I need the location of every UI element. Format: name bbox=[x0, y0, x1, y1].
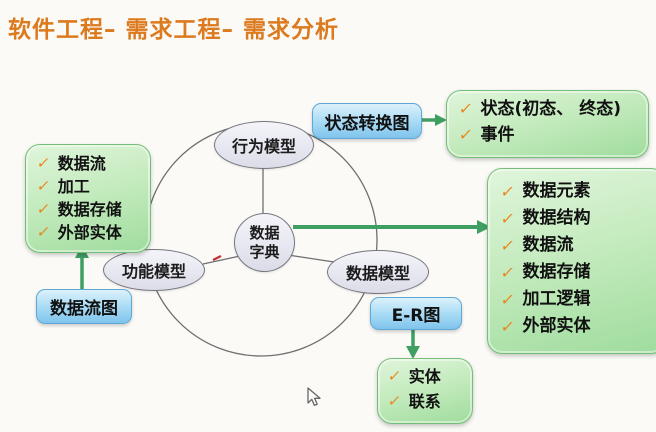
list-item-label: 实体 bbox=[408, 367, 441, 386]
node-data-dictionary: 数据 字典 bbox=[234, 213, 295, 272]
node-behavior-model-label: 行为模型 bbox=[231, 137, 296, 156]
check-icon: ✓ bbox=[499, 290, 517, 309]
list-item-label: 加工 bbox=[57, 177, 90, 196]
list-item: ✓ 状态(初态、 终态) bbox=[457, 96, 648, 122]
list-item: ✓ 数据元素 bbox=[499, 178, 656, 205]
list-item-label: 联系 bbox=[408, 392, 441, 411]
check-icon: ✓ bbox=[35, 154, 52, 172]
list-dictionary-items: ✓ 数据元素 ✓ 数据结构 ✓ 数据流 ✓ 数据存储 ✓ 加工逻辑 ✓ 外部实体 bbox=[487, 168, 656, 354]
node-data-model-label: 数据模型 bbox=[345, 264, 410, 283]
check-icon: ✓ bbox=[35, 223, 52, 241]
check-icon: ✓ bbox=[457, 99, 475, 118]
connector-dict-function bbox=[202, 255, 241, 265]
list-item: ✓ 数据存储 bbox=[499, 259, 656, 286]
list-item: ✓ 数据流 bbox=[499, 232, 656, 259]
check-icon: ✓ bbox=[35, 200, 52, 218]
red-pointer-mark bbox=[212, 255, 222, 261]
list-item: ✓ 数据流 bbox=[35, 152, 150, 175]
list-item-label: 数据结构 bbox=[522, 208, 591, 228]
arrowhead-right-icon bbox=[435, 114, 447, 126]
check-icon: ✓ bbox=[457, 125, 475, 144]
mouse-cursor-icon bbox=[307, 387, 321, 407]
list-item-label: 事件 bbox=[480, 125, 515, 145]
node-data-dictionary-label: 数据 字典 bbox=[249, 224, 279, 262]
list-item-label: 数据流 bbox=[522, 235, 574, 255]
check-icon: ✓ bbox=[499, 236, 517, 255]
arrowhead-right-icon bbox=[477, 220, 491, 234]
list-item-label: 数据存储 bbox=[57, 200, 122, 219]
check-icon: ✓ bbox=[499, 182, 517, 201]
list-er-items: ✓ 实体 ✓ 联系 bbox=[377, 358, 473, 424]
box-data-flow-diagram-label: 数据流图 bbox=[50, 299, 118, 319]
node-function-model: 功能模型 bbox=[103, 249, 205, 291]
list-item: ✓ 实体 bbox=[386, 364, 472, 389]
node-function-model-label: 功能模型 bbox=[121, 262, 186, 281]
list-item: ✓ 外部实体 bbox=[35, 221, 150, 244]
list-state-items: ✓ 状态(初态、 终态) ✓ 事件 bbox=[446, 90, 649, 158]
check-icon: ✓ bbox=[499, 263, 517, 282]
page-title: 软件工程– 需求工程– 需求分析 bbox=[8, 17, 340, 43]
list-item-label: 加工逻辑 bbox=[522, 289, 591, 309]
box-er-diagram-label: E-R图 bbox=[391, 306, 441, 326]
box-state-transition-diagram-label: 状态转换图 bbox=[324, 113, 410, 134]
list-item-label: 状态(初态、 终态) bbox=[480, 99, 621, 119]
arrowhead-down-icon bbox=[406, 346, 420, 359]
check-icon: ✓ bbox=[499, 209, 517, 228]
list-item-label: 外部实体 bbox=[522, 316, 591, 336]
box-data-flow-diagram: 数据流图 bbox=[36, 289, 132, 324]
box-er-diagram: E-R图 bbox=[370, 297, 462, 330]
node-data-model: 数据模型 bbox=[327, 250, 429, 294]
list-item: ✓ 数据存储 bbox=[35, 198, 150, 221]
dict-label-line1: 数据 bbox=[249, 223, 280, 242]
list-item-label: 外部实体 bbox=[57, 223, 122, 242]
check-icon: ✓ bbox=[386, 367, 403, 385]
list-item-label: 数据元素 bbox=[522, 181, 591, 201]
check-icon: ✓ bbox=[499, 317, 517, 336]
check-icon: ✓ bbox=[35, 177, 52, 195]
list-item-label: 数据存储 bbox=[522, 262, 591, 282]
list-item: ✓ 加工逻辑 bbox=[499, 286, 656, 313]
dict-label-line2: 字典 bbox=[249, 242, 280, 261]
box-state-transition-diagram: 状态转换图 bbox=[312, 103, 422, 139]
list-item: ✓ 联系 bbox=[386, 389, 472, 414]
list-item: ✓ 数据结构 bbox=[499, 205, 656, 232]
list-item: ✓ 事件 bbox=[457, 122, 648, 148]
list-dfd-items: ✓ 数据流 ✓ 加工 ✓ 数据存储 ✓ 外部实体 bbox=[25, 144, 151, 253]
list-item-label: 数据流 bbox=[57, 154, 106, 173]
list-item: ✓ 外部实体 bbox=[499, 313, 656, 340]
connector-dict-data bbox=[287, 254, 335, 263]
list-item: ✓ 加工 bbox=[35, 175, 150, 198]
node-behavior-model: 行为模型 bbox=[214, 121, 314, 169]
check-icon: ✓ bbox=[386, 392, 403, 410]
